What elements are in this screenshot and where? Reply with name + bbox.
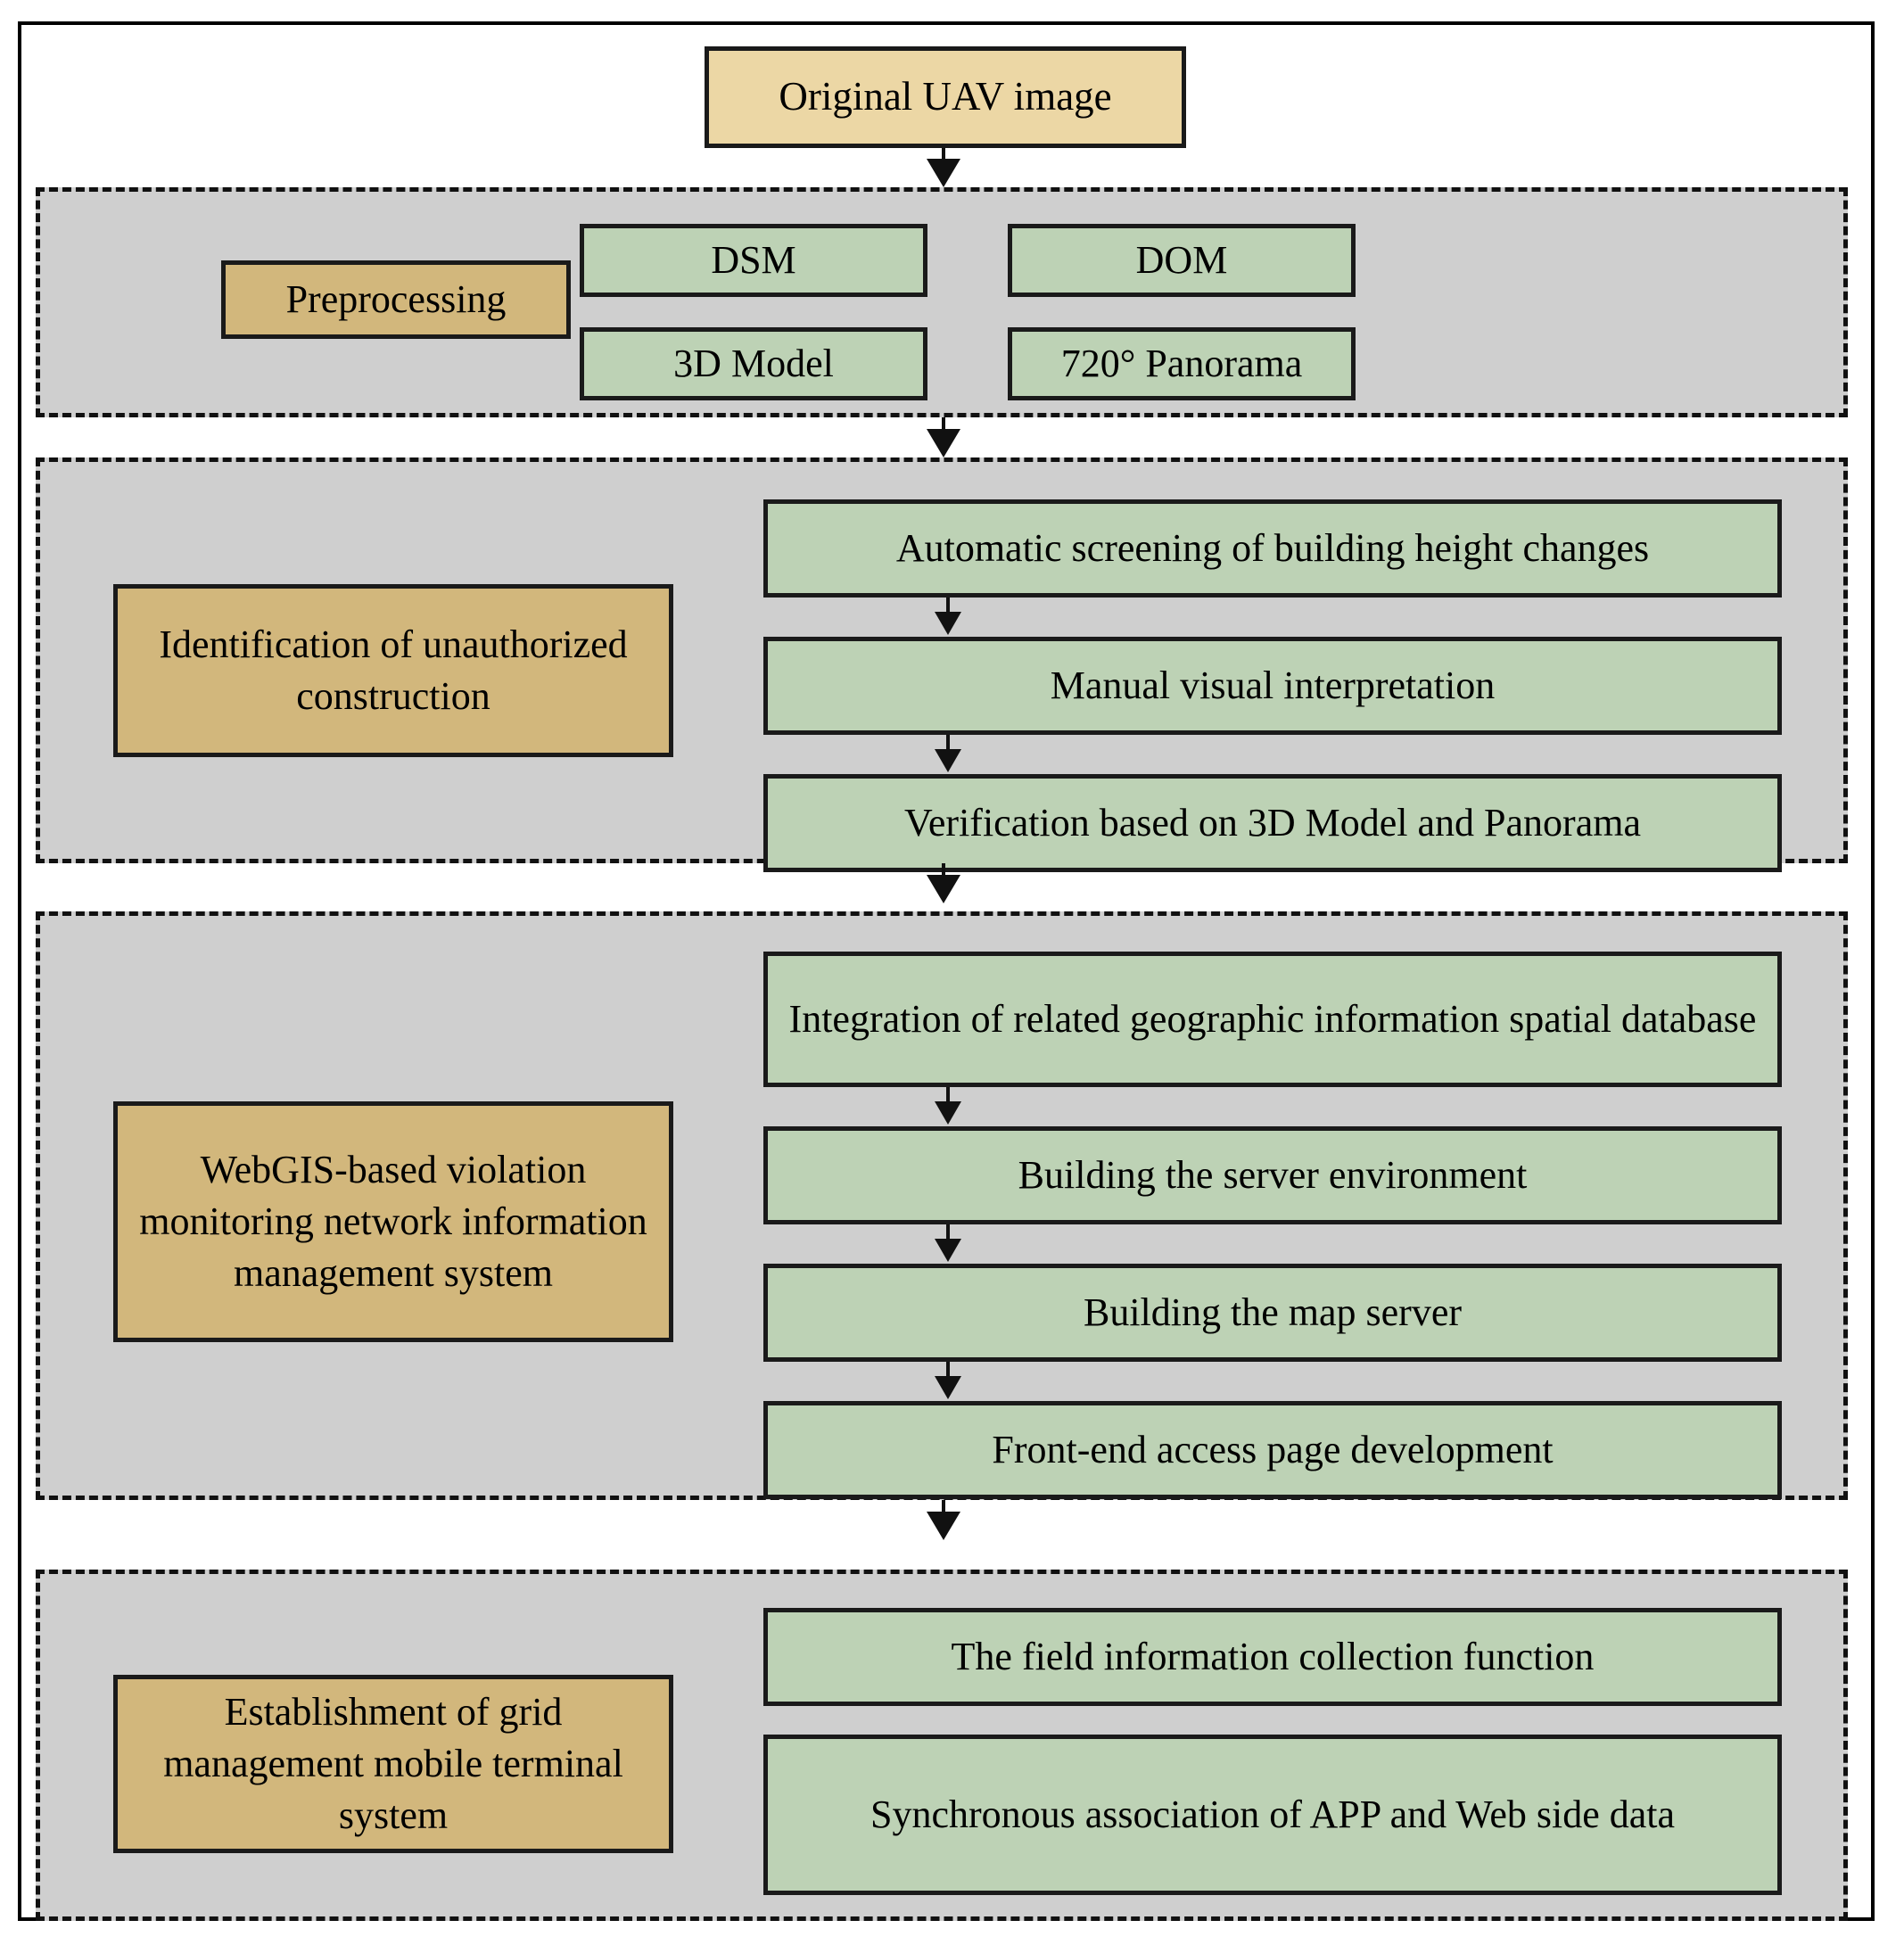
step-building-the-server-environment: Building the server environment [763,1126,1782,1224]
step-dsm: DSM [580,224,927,297]
step-manual-visual-interpretation: Manual visual interpretation [763,637,1782,735]
step-verification-based-on-3d-model-and-panorama: Verification based on 3D Model and Panor… [763,774,1782,872]
stage-webgis-system: WebGIS-based violation monitoring networ… [36,911,1848,1500]
step-3d-model: 3D Model [580,327,927,400]
step-front-end-access-page-development: Front-end access page development [763,1401,1782,1499]
step-integration-of-geographic-information-spatial-database: Integration of related geographic inform… [763,952,1782,1087]
step-building-the-map-server: Building the map server [763,1264,1782,1362]
step-dom: DOM [1008,224,1356,297]
category-webgis-based-violation-monitoring-system: WebGIS-based violation monitoring networ… [113,1101,673,1342]
stage-identification: Identification of unauthorized construct… [36,457,1848,872]
step-720-panorama: 720° Panorama [1008,327,1356,400]
step-field-information-collection-function: The field information collection functio… [763,1608,1782,1706]
step-synchronous-association-of-app-and-web-side-data: Synchronous association of APP and Web s… [763,1735,1782,1895]
node-original-uav-image: Original UAV image [705,46,1186,148]
category-preprocessing: Preprocessing [221,260,571,339]
stage-mobile-terminal: Establishment of grid management mobile … [36,1570,1848,1921]
stage-preprocessing: Preprocessing DSM DOM 3D Model 720° Pano… [36,187,1848,417]
step-automatic-screening-of-building-height-changes: Automatic screening of building height c… [763,499,1782,598]
category-establishment-of-grid-management-mobile-terminal-system: Establishment of grid management mobile … [113,1675,673,1853]
category-identification-of-unauthorized-construction: Identification of unauthorized construct… [113,584,673,757]
